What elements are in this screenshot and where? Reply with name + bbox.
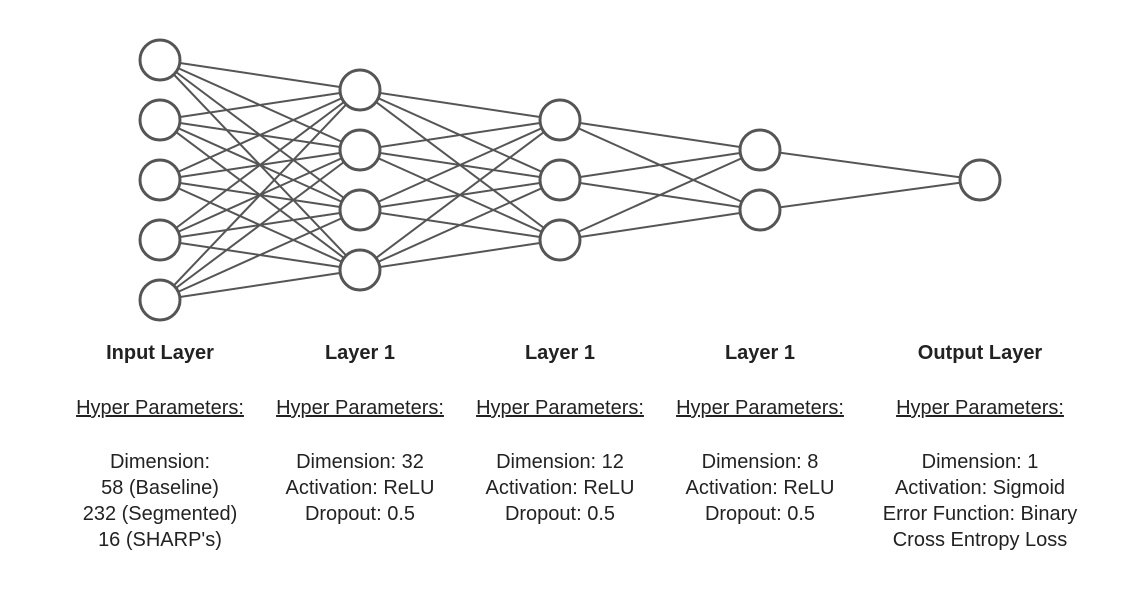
neuron-node bbox=[138, 38, 182, 82]
param-line: Dimension: 8 bbox=[701, 451, 819, 473]
param-line: Activation: ReLU bbox=[285, 477, 435, 499]
param-line: Dimension: 32 bbox=[296, 451, 424, 473]
connection-edge bbox=[359, 239, 561, 271]
connection-edge bbox=[159, 89, 361, 301]
layer-title: Output Layer bbox=[917, 342, 1043, 364]
layer-title: Input Layer bbox=[106, 342, 214, 364]
layer-params: Dimension: 12 Activation: ReLU Dropout: … bbox=[460, 449, 660, 527]
connection-edge bbox=[159, 89, 361, 121]
param-line: Activation: ReLU bbox=[685, 477, 835, 499]
connection-edge bbox=[159, 269, 361, 301]
connection-edge bbox=[759, 179, 981, 211]
connection-edge bbox=[359, 119, 561, 271]
neuron-node bbox=[138, 158, 182, 202]
neuron-node bbox=[338, 188, 382, 232]
param-line: Dropout: 0.5 bbox=[304, 503, 416, 525]
connection-edge bbox=[359, 89, 561, 121]
connection-edge bbox=[559, 209, 761, 241]
param-line: 16 (SHARP's) bbox=[98, 529, 222, 551]
neuron-node bbox=[338, 248, 382, 292]
layer-params: Dimension: 8 Activation: ReLU Dropout: 0… bbox=[660, 449, 860, 527]
connection-edge bbox=[159, 209, 361, 301]
neuron-node bbox=[538, 98, 582, 142]
connection-edge bbox=[159, 89, 361, 181]
param-line: Error Function: Binary bbox=[882, 503, 1078, 525]
param-line: Dropout: 0.5 bbox=[704, 503, 816, 525]
layer-title: Layer 1 bbox=[324, 342, 396, 364]
param-line: 58 (Baseline) bbox=[101, 477, 219, 499]
hidden-layer-2-column: Layer 1 Hyper Parameters: Dimension: 12 … bbox=[460, 340, 660, 527]
connection-edge bbox=[559, 149, 761, 181]
layer-params: Dimension: 32 Activation: ReLU Dropout: … bbox=[260, 449, 460, 527]
neuron-node bbox=[338, 128, 382, 172]
connection-edge bbox=[559, 119, 761, 151]
connection-edge bbox=[159, 149, 361, 301]
neuron-node bbox=[538, 218, 582, 262]
neuron-node bbox=[538, 158, 582, 202]
neuron-node bbox=[738, 188, 782, 232]
hyper-parameters-label: Hyper Parameters: bbox=[476, 397, 644, 419]
param-line: 232 (Segmented) bbox=[82, 503, 238, 525]
neuron-node bbox=[138, 98, 182, 142]
connection-edge bbox=[359, 119, 561, 151]
hidden-layer-3-column: Layer 1 Hyper Parameters: Dimension: 8 A… bbox=[660, 340, 860, 527]
layer-params: Dimension: 58 (Baseline) 232 (Segmented)… bbox=[60, 449, 260, 553]
layer-params: Dimension: 1 Activation: Sigmoid Error F… bbox=[880, 449, 1080, 553]
connection-edge bbox=[559, 149, 761, 241]
hidden-layer-1-column: Layer 1 Hyper Parameters: Dimension: 32 … bbox=[260, 340, 460, 527]
param-line: Dimension: 1 bbox=[921, 451, 1039, 473]
layer-title: Layer 1 bbox=[724, 342, 796, 364]
param-line: Dropout: 0.5 bbox=[504, 503, 616, 525]
neuron-node bbox=[138, 218, 182, 262]
param-line: Activation: ReLU bbox=[485, 477, 635, 499]
param-line: Dimension: 12 bbox=[496, 451, 624, 473]
layer-title: Layer 1 bbox=[524, 342, 596, 364]
hyper-parameters-label: Hyper Parameters: bbox=[76, 397, 244, 419]
network-edges bbox=[159, 59, 981, 301]
param-line: Cross Entropy Loss bbox=[892, 529, 1068, 551]
param-line: Activation: Sigmoid bbox=[894, 477, 1066, 499]
hyper-parameters-label: Hyper Parameters: bbox=[276, 397, 444, 419]
neuron-node bbox=[738, 128, 782, 172]
neuron-node bbox=[338, 68, 382, 112]
network-nodes bbox=[138, 38, 1002, 322]
connection-edge bbox=[159, 89, 361, 241]
neuron-node bbox=[138, 278, 182, 322]
param-line: Dimension: bbox=[109, 451, 211, 473]
input-layer-column: Input Layer Hyper Parameters: Dimension:… bbox=[60, 340, 260, 553]
hyper-parameters-label: Hyper Parameters: bbox=[896, 397, 1064, 419]
output-layer-column: Output Layer Hyper Parameters: Dimension… bbox=[880, 340, 1080, 553]
hyper-parameters-label: Hyper Parameters: bbox=[676, 397, 844, 419]
connection-edge bbox=[159, 59, 361, 91]
neuron-node bbox=[958, 158, 1002, 202]
connection-edge bbox=[359, 179, 561, 271]
connection-edge bbox=[359, 119, 561, 211]
connection-edge bbox=[759, 149, 981, 181]
